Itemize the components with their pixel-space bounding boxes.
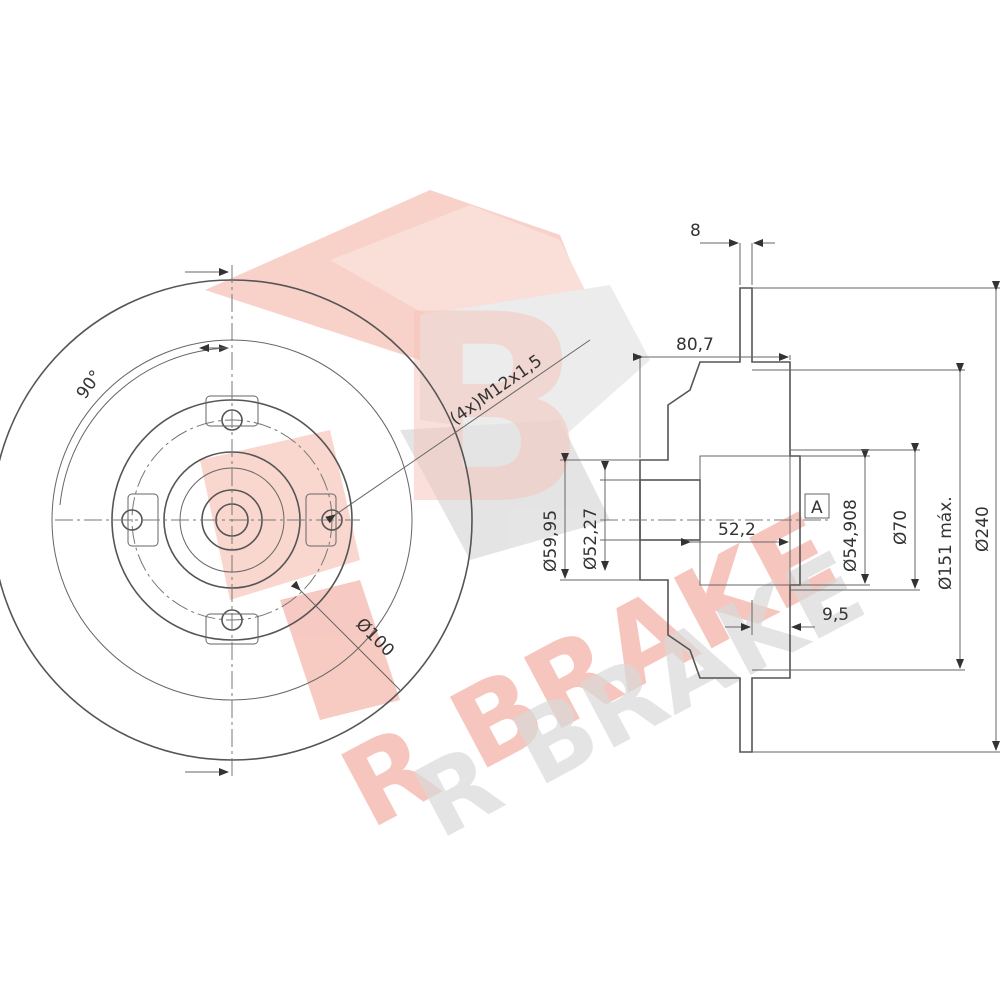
thickness-label: 8	[690, 221, 701, 241]
angle-arc	[59, 344, 229, 506]
angle-label: 90°	[73, 367, 107, 403]
d5-label: Ø151 máx.	[936, 496, 956, 590]
d2-label: Ø52,27	[581, 508, 601, 570]
logo-block-icon	[200, 190, 650, 720]
d3-label: Ø54,908	[841, 499, 861, 572]
offset-label: 52,2	[718, 520, 756, 540]
d1-label: Ø59,95	[541, 510, 561, 572]
datum-label: A	[811, 498, 823, 518]
width-label: 9,5	[822, 605, 849, 625]
bolt-leader-line	[325, 339, 591, 524]
pcd-leader-line	[290, 580, 401, 691]
top-section-arrow	[185, 268, 229, 776]
side-view: 8 80,7 Ø59,95 Ø52,27 52,2 A Ø54,908 Ø70	[541, 221, 1000, 753]
d4-label: Ø70	[891, 510, 911, 545]
bore	[639, 479, 701, 541]
height-label: 80,7	[676, 335, 714, 355]
logo-letter: B	[390, 260, 588, 562]
datum-box	[804, 493, 830, 519]
d6-label: Ø240	[973, 506, 993, 552]
